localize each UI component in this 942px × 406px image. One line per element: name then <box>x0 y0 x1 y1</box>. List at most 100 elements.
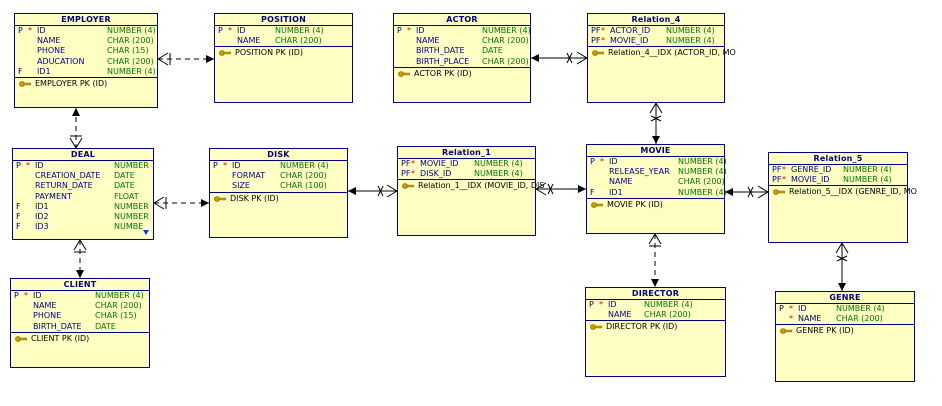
mandatory-star: * <box>411 159 415 168</box>
column-name: RETURN_DATE <box>35 181 93 191</box>
primary-key-row[interactable]: EMPLOYER PK (ID) <box>15 78 157 90</box>
column-type: NUMBER (4) <box>275 26 324 35</box>
mandatory-star: * <box>789 314 793 324</box>
column-type: NUMBER (4) <box>678 167 727 177</box>
column-type: NUMBER (4) <box>95 291 144 300</box>
entity-title: CLIENT <box>11 279 149 291</box>
column-type: NUMBER (4) <box>280 161 329 170</box>
column-type: CHAR (200) <box>482 56 529 66</box>
primary-key-row[interactable]: DISK PK (ID) <box>210 193 347 205</box>
mandatory-star: * <box>782 175 786 185</box>
primary-key-row[interactable]: Relation_1__IDX (MOVIE_ID, DIS <box>398 180 544 192</box>
column-name: ID1 <box>37 66 51 76</box>
arrowhead-position <box>206 55 214 63</box>
entity-title: MOVIE <box>587 145 724 157</box>
column-name: ID <box>608 300 617 309</box>
primary-key-row[interactable]: ACTOR PK (ID) <box>394 68 530 80</box>
mandatory-star: * <box>411 169 415 179</box>
key-label: EMPLOYER PK (ID) <box>35 78 108 88</box>
key-label: Relation_1__IDX (MOVIE_ID, DIS <box>418 181 545 191</box>
mandatory-star: * <box>599 300 603 309</box>
column-type: NUMBER <box>114 161 149 170</box>
column-name: MOVIE_ID <box>420 159 459 168</box>
primary-key-row[interactable]: Relation_5__IDX (GENRE_ID, MO <box>769 186 917 198</box>
mandatory-star: * <box>28 26 32 35</box>
key-icon <box>780 328 792 335</box>
column-type: NUMBER (4) <box>644 300 693 309</box>
column-type: CHAR (15) <box>107 46 149 56</box>
column-name: NAME <box>609 177 633 187</box>
column-type: NUMBER (4) <box>474 159 523 168</box>
arrowhead-movie-top <box>652 136 660 144</box>
entity-title: DEAL <box>13 149 153 161</box>
primary-key-row[interactable]: MOVIE PK (ID) <box>587 199 724 211</box>
column-type: NUMBER <box>114 201 149 211</box>
primary-key-row[interactable]: Relation_4__IDX (ACTOR_ID, MO <box>588 47 736 59</box>
key-flag: F <box>16 201 21 211</box>
key-label: Relation_4__IDX (ACTOR_ID, MO <box>608 48 736 58</box>
key-flag: F <box>16 211 21 221</box>
primary-key-row[interactable]: GENRE PK (ID) <box>776 325 914 337</box>
scroll-down-icon[interactable] <box>143 230 149 235</box>
primary-key-row[interactable]: CLIENT PK (ID) <box>11 333 149 345</box>
primary-key-row[interactable]: DIRECTOR PK (ID) <box>586 321 725 333</box>
column-name: ACTOR_ID <box>610 26 651 35</box>
primary-key-row[interactable]: POSITION PK (ID) <box>215 47 352 59</box>
key-flag: P <box>397 26 402 35</box>
